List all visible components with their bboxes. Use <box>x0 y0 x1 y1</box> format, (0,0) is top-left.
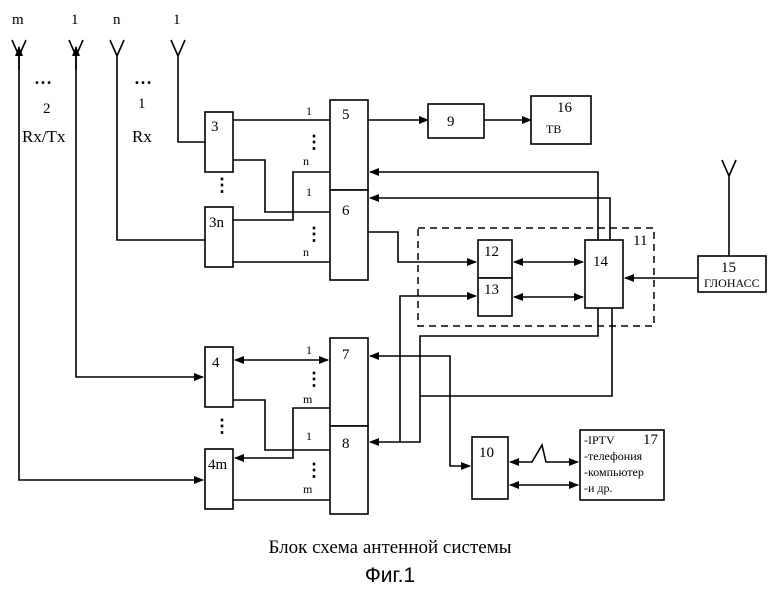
antenna-label-n: n <box>113 12 121 28</box>
block-17-item-2: -телефония <box>584 449 643 463</box>
block-4-label: 4 <box>212 355 220 371</box>
line-label-n: n <box>303 154 309 168</box>
block-17-item-3: -компьютер <box>584 465 644 479</box>
block-17-label: 17 <box>643 432 659 448</box>
ellipsis-6: ⋮ <box>305 224 323 244</box>
ellipsis-8: ⋮ <box>305 460 323 480</box>
block-14-label: 14 <box>593 254 609 270</box>
block-3n-label: 3n <box>209 215 225 231</box>
antenna-label-m: m <box>12 12 24 28</box>
block-14 <box>585 240 623 308</box>
antenna-rx-n <box>110 40 124 70</box>
block-9 <box>428 104 484 138</box>
block-17-item-1: -IPTV <box>584 433 615 447</box>
rx-count: 1 <box>138 96 146 112</box>
block-15-label: 15 <box>721 260 736 276</box>
line-label-m: m <box>303 392 313 406</box>
rx-label: Rx <box>132 127 152 146</box>
block-6-label: 6 <box>342 203 350 219</box>
antenna-glonass <box>722 160 736 256</box>
ellipsis-7: ⋮ <box>305 369 323 389</box>
line-label-nb: n <box>303 245 309 259</box>
ellipsis-rxtx: … <box>34 68 52 88</box>
block-8-label: 8 <box>342 436 350 452</box>
block-15-name: ГЛОНАСС <box>704 276 760 290</box>
line-label-1b: 1 <box>306 185 312 199</box>
line-label-mb: m <box>303 482 313 496</box>
block-7-label: 7 <box>342 347 350 363</box>
block-4m-label: 4m <box>208 457 228 473</box>
ellipsis-rx: … <box>134 68 152 88</box>
line-label-1c: 1 <box>306 343 312 357</box>
antenna-rx-1 <box>171 40 185 70</box>
ellipsis-5: ⋮ <box>305 132 323 152</box>
block-17-item-4: -и др. <box>584 481 613 495</box>
block-10-label: 10 <box>479 445 494 461</box>
ellipsis-4: ⋮ <box>213 416 231 436</box>
ellipsis-3: ⋮ <box>213 175 231 195</box>
block-12-label: 12 <box>484 244 499 260</box>
block-11-label: 11 <box>633 233 647 249</box>
diagram-caption: Блок схема антенной системы <box>269 537 512 558</box>
block-13-label: 13 <box>484 282 499 298</box>
antenna-label-1b: 1 <box>173 12 181 28</box>
line-label-1: 1 <box>306 104 312 118</box>
figure-number: Фиг.1 <box>365 564 415 587</box>
antenna-label-1a: 1 <box>71 12 79 28</box>
block-9-label: 9 <box>447 114 455 130</box>
block-16-label: 16 <box>557 100 573 116</box>
rxtx-count: 2 <box>43 101 51 117</box>
block-3-label: 3 <box>211 119 219 135</box>
block-3 <box>205 112 233 172</box>
block-16-name: ТВ <box>546 122 561 136</box>
line-label-1d: 1 <box>306 429 312 443</box>
rxtx-label: Rx/Tx <box>22 127 66 146</box>
block-5-label: 5 <box>342 107 350 123</box>
